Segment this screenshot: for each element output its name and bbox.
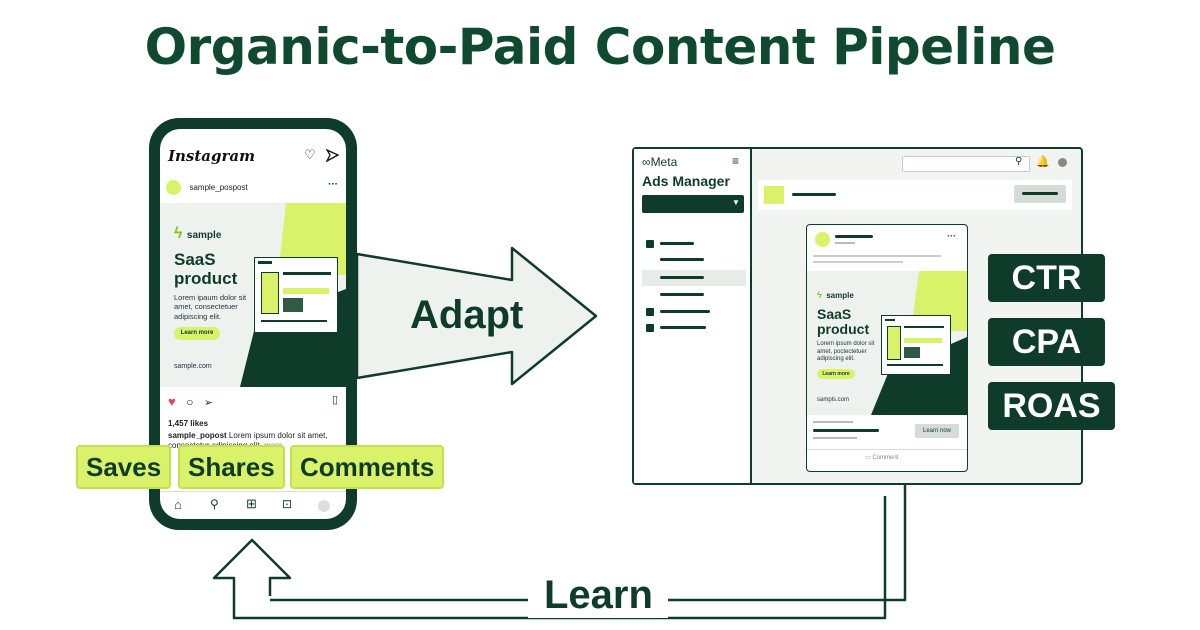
post-headline-2: product: [174, 268, 238, 288]
nav-icon-5: [646, 308, 654, 316]
page-title: Organic-to-Paid Content Pipeline: [144, 18, 1056, 76]
comment-icon: ▭: [865, 455, 871, 461]
learn-arrow-inner: [270, 484, 907, 602]
post-body-3: adipiscing elit.: [174, 311, 222, 321]
kpi-ctr: CTR: [988, 254, 1105, 302]
learn-label: Learn: [544, 573, 653, 617]
ad-learn-now-button[interactable]: Learn now: [915, 424, 959, 438]
header-action-button[interactable]: [1014, 185, 1066, 203]
post-author[interactable]: sample_pospost: [166, 179, 248, 197]
new-post-icon[interactable]: ⊞: [246, 496, 257, 511]
post-image: ϟ sample SaaS product Lorem ipaum dolor …: [160, 203, 346, 387]
post-headline-1: SaaS: [174, 250, 216, 269]
post-url: sample.com: [174, 363, 212, 370]
search-icon[interactable]: ⚲: [210, 497, 219, 511]
menu-icon[interactable]: ≡: [732, 154, 740, 168]
account-dropdown[interactable]: ▼: [642, 195, 744, 213]
ad-cta-button[interactable]: Learn more: [817, 369, 855, 379]
nav-item-5[interactable]: [660, 310, 710, 313]
nav-item-1[interactable]: [660, 242, 694, 245]
ad-url: sampls.com: [817, 397, 850, 403]
nav-item-2[interactable]: [660, 258, 704, 261]
post-brand: ϟ sample: [174, 225, 222, 242]
ad-dashboard-mock: [881, 315, 951, 375]
post-cta-button[interactable]: Learn more: [174, 327, 220, 340]
dashboard-mock: [254, 257, 338, 333]
more-options-icon[interactable]: ···: [328, 179, 338, 190]
profile-icon[interactable]: [318, 500, 330, 512]
likes-count: 1,457 likes: [168, 419, 209, 428]
ad-comment[interactable]: ▭ Comment: [865, 455, 899, 461]
bottom-nav: ⌂ ⚲ ⊞ ⊡: [160, 491, 346, 519]
search-icon: ⚲: [1015, 156, 1023, 167]
kpi-roas: ROAS: [988, 382, 1115, 430]
nav-item-active[interactable]: [642, 270, 746, 286]
caption-user: sample_popost: [168, 431, 227, 440]
ad-preview: ··· ϟ sample SaaS product Lorem ipsum do…: [806, 224, 968, 472]
heart-icon[interactable]: ♡: [304, 147, 316, 162]
adapt-label: Adapt: [410, 293, 524, 337]
ads-manager-title: Ads Manager: [642, 173, 730, 189]
ad-brand: ϟ sample: [817, 290, 854, 300]
ad-headline-1: SaaS: [817, 306, 852, 322]
caption-line-1: Lorem ipsum dolor sit amet,: [228, 431, 328, 440]
nav-icon-6: [646, 324, 654, 332]
instagram-header: Instagram ♡: [168, 147, 339, 167]
campaign-header: [758, 180, 1072, 210]
nav-item-6[interactable]: [660, 326, 706, 329]
bookmark-icon[interactable]: ▯: [332, 394, 339, 406]
meta-logo: ∞Meta: [642, 155, 678, 169]
ad-body-3: adipiscing elit.: [817, 356, 855, 362]
shop-icon[interactable]: ⊡: [282, 497, 293, 511]
kpi-cpa: CPA: [988, 318, 1105, 366]
send-icon[interactable]: [326, 149, 339, 162]
nav-item-4[interactable]: [660, 293, 704, 296]
like-icon[interactable]: ♥: [168, 394, 176, 409]
instagram-logo: Instagram: [168, 147, 255, 165]
chevron-down-icon: ▼: [732, 198, 740, 207]
metric-shares: Shares: [178, 445, 285, 489]
post-actions: ♥ ○ ➢ ▯: [168, 393, 338, 411]
avatar: [166, 180, 181, 196]
bolt-icon: ϟ: [174, 225, 183, 242]
ad-body-2: amet, poctectetuer: [817, 348, 867, 355]
meta-icon: ∞: [642, 155, 651, 169]
bolt-icon: ϟ: [817, 290, 822, 300]
ad-body-1: Lorem ipsum dolor sit: [817, 341, 875, 347]
ad-more-icon[interactable]: ···: [947, 231, 956, 241]
post-body-1: Lorem ipaum dolor sit: [174, 293, 247, 302]
ads-manager-window: ∞Meta ≡ Ads Manager ▼ ⚲ 🔔 ···: [632, 147, 1083, 485]
ad-headline-2: product: [817, 321, 870, 338]
metric-comments: Comments: [290, 445, 445, 489]
ads-sidebar: ∞Meta ≡ Ads Manager ▼: [634, 149, 752, 483]
search-input[interactable]: ⚲: [902, 156, 1030, 172]
home-icon[interactable]: ⌂: [174, 497, 182, 512]
ad-avatar: [815, 232, 830, 247]
metric-saves: Saves: [76, 445, 172, 489]
avatar[interactable]: [1058, 158, 1067, 167]
ad-creative: ϟ sample SaaS product Lorem ipsum dolor …: [807, 271, 967, 415]
post-body-2: amet, consectetuer: [174, 302, 238, 312]
nav-icon-1: [646, 240, 654, 248]
adapt-arrow: [355, 246, 598, 386]
bell-icon[interactable]: 🔔: [1036, 156, 1050, 168]
username: sample_pospost: [189, 183, 248, 193]
share-icon[interactable]: ➢: [203, 397, 214, 409]
comment-icon[interactable]: ○: [186, 395, 194, 409]
